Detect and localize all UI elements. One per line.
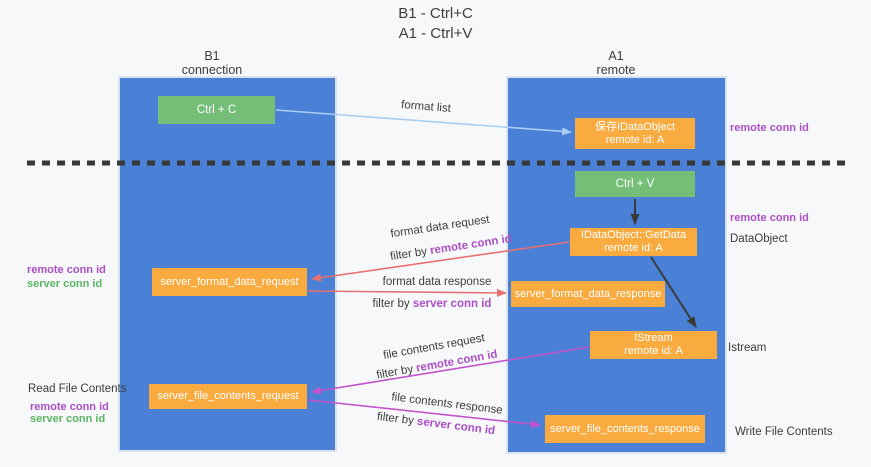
filter-by-text: filter by bbox=[376, 410, 418, 428]
annotation-write-file-contents: Write File Contents bbox=[735, 426, 833, 438]
ctrl-c-box: Ctrl + C bbox=[158, 96, 275, 124]
title-line-2: A1 - Ctrl+V bbox=[398, 25, 473, 42]
istream-line1: IStream bbox=[634, 332, 673, 344]
ctrl-v-box: Ctrl + V bbox=[575, 171, 695, 197]
lane-header-b1: B1 connection bbox=[132, 49, 292, 77]
getdata-line2: remote id: A bbox=[604, 242, 663, 254]
label-filter-by-server-conn-id-2: filter by server conn id bbox=[376, 411, 495, 437]
annotation-remote-conn-id-top-right: remote conn id bbox=[730, 122, 809, 134]
idataobject-getdata-box: IDataObject::GetData remote id: A bbox=[570, 228, 697, 256]
annotation-server-conn-id-left-2: server conn id bbox=[30, 413, 106, 425]
server-format-data-response-label: server_format_data_response bbox=[514, 287, 662, 300]
lane-a1-name: A1 bbox=[608, 49, 624, 63]
getdata-line1: IDataObject::GetData bbox=[580, 229, 687, 241]
label-format-list: format list bbox=[400, 99, 452, 115]
arrow-format-data-response bbox=[307, 288, 507, 297]
lane-b1-role: connection bbox=[181, 63, 243, 77]
server-format-data-response-box: server_format_data_response bbox=[511, 281, 665, 307]
title-line-1: B1 - Ctrl+C bbox=[398, 5, 473, 22]
annotation-dataobject: DataObject bbox=[730, 233, 788, 245]
ctrl-c-label: Ctrl + C bbox=[196, 103, 237, 116]
server-file-contents-request-box: server_file_contents_request bbox=[149, 384, 307, 409]
annotation-remote-conn-id-left-2: remote conn id bbox=[30, 401, 109, 413]
lane-header-a1: A1 remote bbox=[536, 49, 696, 77]
server-conn-id-text: server conn id bbox=[416, 415, 496, 438]
server-format-data-request-box: server_format_data_request bbox=[152, 268, 307, 296]
filter-by-text: filter by bbox=[389, 245, 432, 264]
lane-b1-name: B1 bbox=[204, 49, 220, 63]
annotation-remote-conn-id-left-1: remote conn id bbox=[27, 264, 106, 276]
server-format-data-request-label: server_format_data_request bbox=[160, 275, 299, 288]
ctrl-v-label: Ctrl + V bbox=[615, 177, 655, 190]
label-format-data-response: format data response bbox=[382, 276, 492, 288]
filter-by-text: filter by bbox=[372, 298, 413, 310]
server-file-contents-response-label: server_file_contents_response bbox=[550, 422, 700, 435]
label-format-data-request: format data request bbox=[389, 213, 491, 241]
server-file-contents-request-label: server_file_contents_request bbox=[157, 390, 299, 402]
diagram-title: B1 - Ctrl+C A1 - Ctrl+V bbox=[0, 4, 871, 44]
save-idataobject-line2: remote id: A bbox=[605, 133, 665, 146]
remote-conn-id-text: remote conn id bbox=[429, 232, 513, 258]
lane-a1-role: remote bbox=[596, 63, 636, 77]
label-filter-by-server-conn-id-1: filter by server conn id bbox=[373, 298, 492, 310]
annotation-remote-conn-id-mid-right: remote conn id bbox=[730, 212, 809, 224]
label-file-contents-response: file contents response bbox=[390, 391, 504, 417]
annotation-server-conn-id-left-1: server conn id bbox=[27, 278, 103, 290]
filter-by-text: filter by bbox=[375, 362, 418, 382]
annotation-read-file-contents: Read File Contents bbox=[28, 383, 127, 395]
save-idataobject-line1: 保存IDataObject bbox=[594, 120, 676, 133]
annotation-istream: Istream bbox=[728, 342, 767, 354]
server-file-contents-response-box: server_file_contents_response bbox=[545, 415, 705, 443]
server-conn-id-text: server conn id bbox=[412, 298, 492, 310]
istream-line2: remote id: A bbox=[624, 345, 683, 357]
save-idataobject-box: 保存IDataObject remote id: A bbox=[575, 118, 695, 149]
istream-box: IStream remote id: A bbox=[590, 331, 717, 359]
